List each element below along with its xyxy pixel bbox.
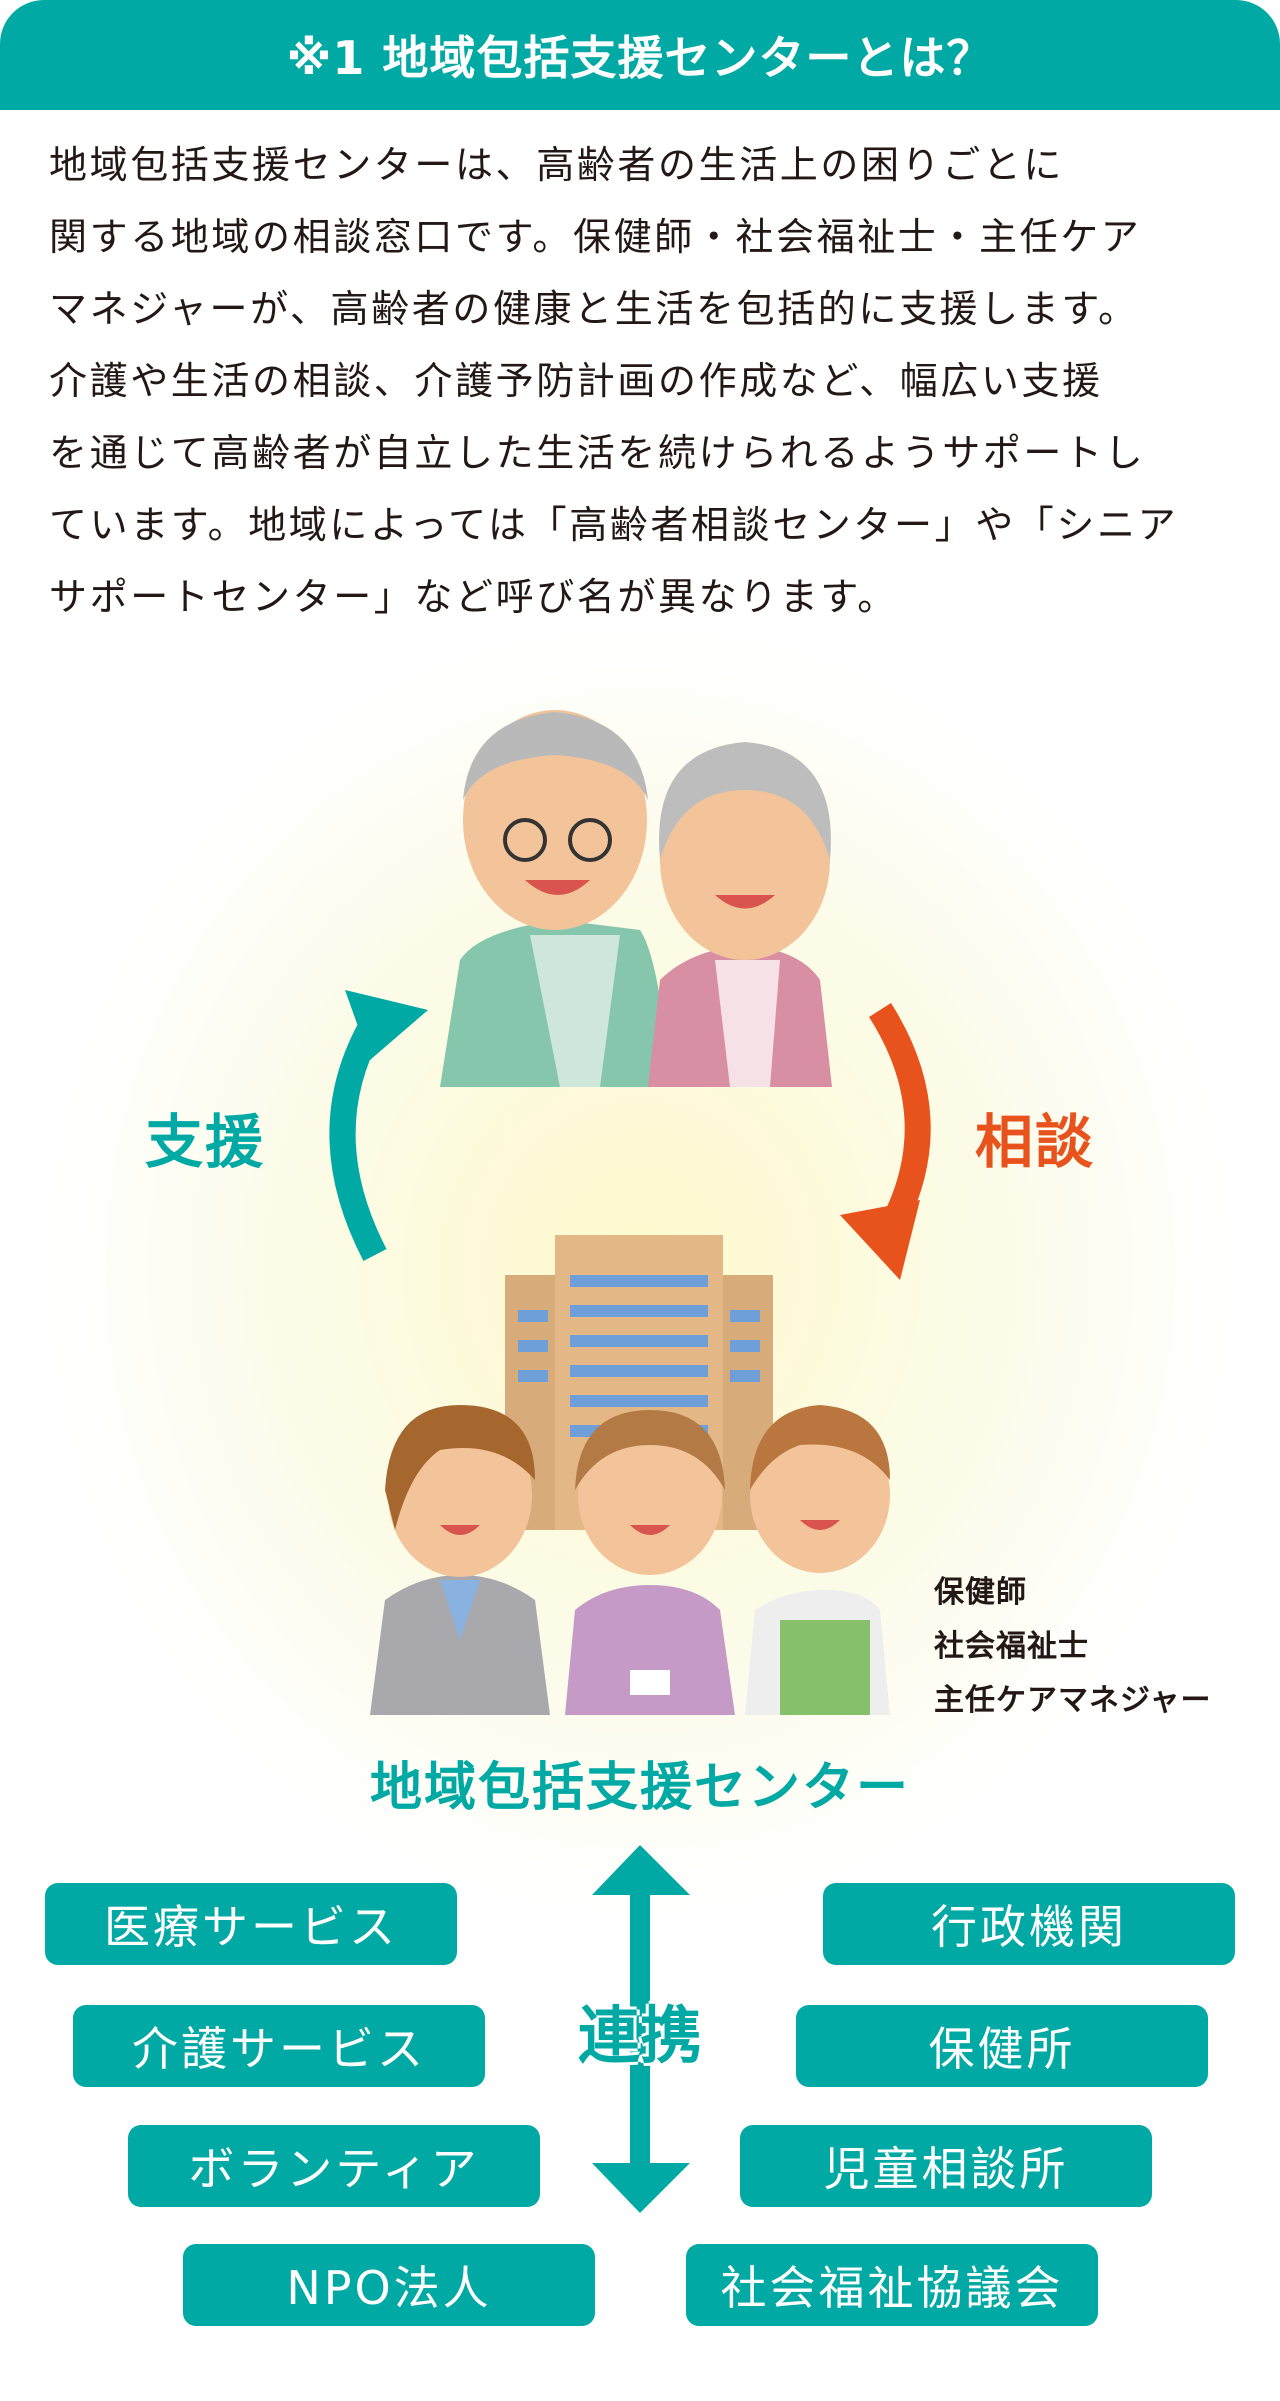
description-line: 関する地域の相談窓口です。保健師・社会福祉士・主任ケア <box>49 215 1142 259</box>
partner-box-npo: NPO法人 <box>183 2244 595 2326</box>
description-line: 地域包括支援センターは、高齢者の生活上の困りごとに <box>49 143 1065 187</box>
support-arrow-icon <box>329 990 428 1261</box>
description-line: 介護や生活の相談、介護予防計画の作成など、幅広い支援 <box>49 359 1103 403</box>
section-header: ※1 地域包括支援センターとは？ <box>0 0 1280 110</box>
description-line: サポートセンター」など呼び名が異なります。 <box>49 575 898 619</box>
consult-arrow-icon <box>840 1003 931 1280</box>
description-paragraph: 地域包括支援センターは、高齢者の生活上の困りごとに 関する地域の相談窓口です。保… <box>49 129 1249 633</box>
consult-label: 相談 <box>975 1108 1096 1176</box>
role-label: 主任ケアマネジャー <box>934 1683 1212 1718</box>
partner-box-social-welfare-council: 社会福祉協議会 <box>686 2244 1098 2326</box>
partner-box-care: 介護サービス <box>73 2005 485 2087</box>
seniors-illustration <box>440 710 832 1087</box>
partner-box-health-center: 保健所 <box>796 2005 1208 2087</box>
role-label: 社会福祉士 <box>934 1629 1089 1664</box>
partner-box-child-consultation: 児童相談所 <box>740 2125 1152 2207</box>
role-label: 保健師 <box>934 1575 1027 1610</box>
center-label: 地域包括支援センター <box>369 1758 910 1818</box>
staff-roles: 保健師 社会福祉士 主任ケアマネジャー <box>934 1566 1212 1728</box>
partner-box-volunteer: ボランティア <box>128 2125 540 2207</box>
staff-illustration <box>370 1405 890 1715</box>
cooperation-arrow-icon <box>592 1845 690 2213</box>
support-label: 支援 <box>145 1108 266 1176</box>
partner-box-government: 行政機関 <box>823 1883 1235 1965</box>
description-line: ています。地域によっては「高齢者相談センター」や「シニア <box>49 503 1179 547</box>
description-line: マネジャーが、高齢者の健康と生活を包括的に支援します。 <box>49 287 1139 331</box>
cooperation-label: 連携 <box>577 1999 702 2072</box>
section-title: ※1 地域包括支援センターとは？ <box>286 31 994 85</box>
partner-box-medical: 医療サービス <box>45 1883 457 1965</box>
description-line: を通じて高齢者が自立した生活を続けられるようサポートし <box>49 431 1146 475</box>
